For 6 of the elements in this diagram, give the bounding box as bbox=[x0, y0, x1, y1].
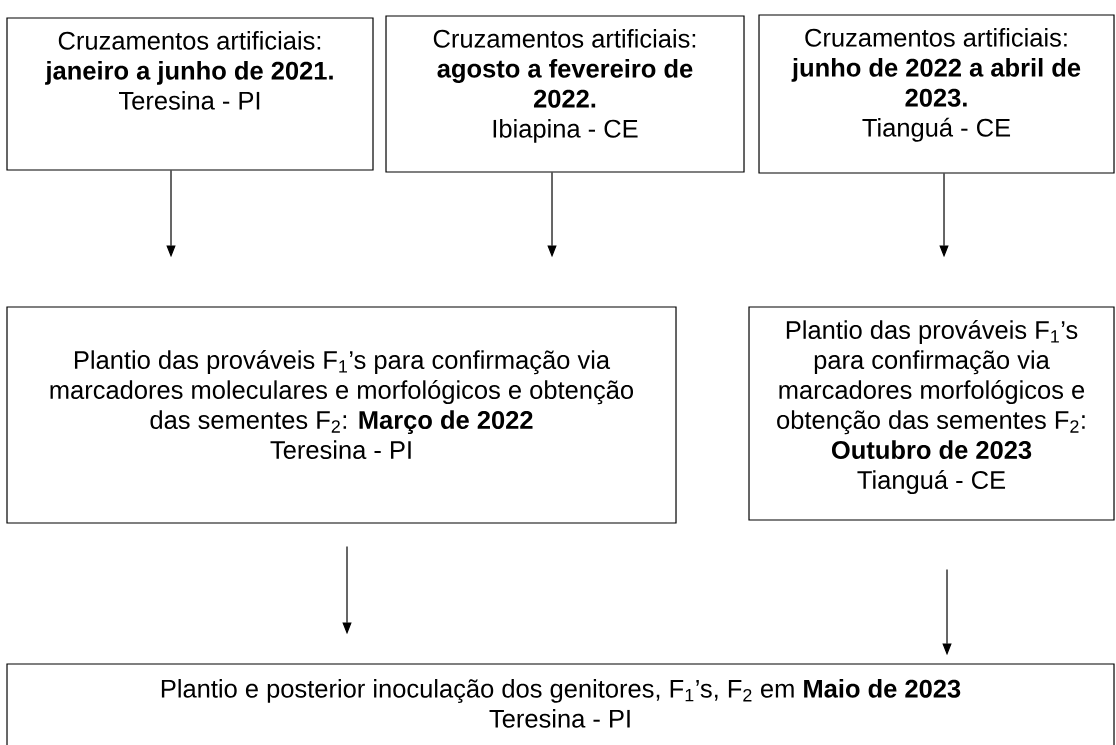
process-box: Plantio das prováveis F$_{1}$’s para confirmação via marcadores moleculares e morfológicos e obtenção das sementes F$_{2}$: Março de 2022 Teresina - PI bbox=[6, 306, 677, 524]
process-box: Plantio das prováveis F$_{1}$’s para confirmação via marcadores morfológicos e obtenção das sementes F$_{2}$: Outubro de 2023 Tianguá - CE bbox=[748, 306, 1115, 521]
process-box: Plantio e posterior inoculação dos genitores, F$_{1}$’s, F$_{2}$ em Maio de 2023 Teresina - PI bbox=[6, 663, 1115, 745]
process-box: Cruzamentos artificiais: janeiro a junho de 2021. Teresina - PI bbox=[6, 17, 374, 171]
process-box: Cruzamentos artificiais: junho de 2022 a abril de 2023. Tianguá - CE bbox=[758, 14, 1115, 174]
process-box: Cruzamentos artificiais: agosto a fevereiro de 2022. Ibiapina - CE bbox=[385, 15, 745, 173]
